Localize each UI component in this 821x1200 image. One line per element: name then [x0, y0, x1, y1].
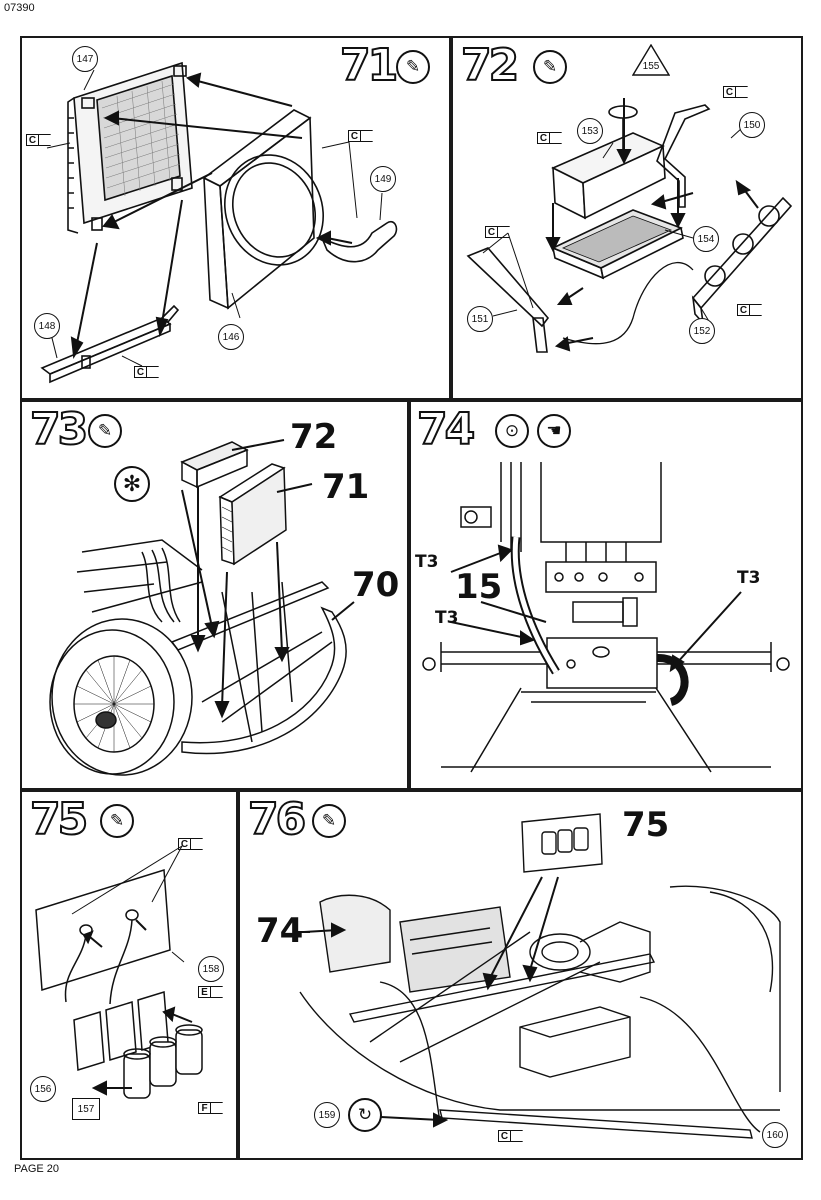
color-flag-c: C	[26, 134, 51, 146]
step-ref-75: 75	[622, 805, 670, 845]
step-72-panel: 72 ✎ 155 153 150 154 151 152 C C C C	[451, 36, 803, 400]
part-156-callout: 156	[30, 1076, 56, 1102]
part-147-callout: 147	[72, 46, 98, 72]
asterisk-icon: ✻	[114, 466, 150, 502]
glue-tube-icon: ✎	[396, 50, 430, 84]
step-76-panel: 76 ✎ 75 74 159 ↻ C 160	[238, 790, 803, 1160]
part-159-callout: 159	[314, 1102, 340, 1128]
part-152-callout: 152	[689, 318, 715, 344]
rotate-arrow-icon: ↻	[348, 1098, 382, 1132]
glue-tube-icon: ✎	[533, 50, 567, 84]
part-154-callout: 154	[693, 226, 719, 252]
step-ref-70: 70	[352, 565, 400, 605]
document-code: 07390	[4, 2, 35, 14]
step-76-number: 76	[247, 794, 307, 845]
step-73-panel: 73 ✎ ✻ 72 71 70	[20, 400, 409, 790]
step-73-number: 73	[29, 404, 89, 455]
color-flag-c: C	[178, 838, 203, 850]
step-75-panel: 75 ✎ C 158 E 156 157 F	[20, 790, 238, 1160]
radiator-assembly-illustration	[40, 61, 398, 384]
front-chassis-assembly-illustration	[49, 439, 355, 776]
part-150-callout: 150	[739, 112, 765, 138]
color-flag-c: C	[737, 304, 762, 316]
part-153-callout: 153	[577, 118, 603, 144]
expansion-tank-illustration	[466, 98, 793, 353]
part-149-callout: 149	[370, 166, 396, 192]
step-ref-72: 72	[290, 417, 338, 457]
label-t3: T3	[415, 552, 439, 572]
step-71-number: 71	[339, 40, 399, 91]
step-ref-15: 15	[455, 567, 503, 607]
part-160-callout: 160	[762, 1122, 788, 1148]
glue-tube-icon: ✎	[312, 804, 346, 838]
step-ref-74: 74	[256, 911, 304, 951]
hand-bend-icon: ☚	[537, 414, 571, 448]
color-flag-c: C	[134, 366, 159, 378]
color-flag-c: C	[537, 132, 562, 144]
step-71-panel: 71 ✎ 147 148 146 149 C C C	[20, 36, 451, 400]
view-from-top-icon: ⊙	[495, 414, 529, 448]
glue-tube-icon: ✎	[88, 414, 122, 448]
fluid-reservoirs-illustration	[35, 845, 203, 1099]
label-t3: T3	[435, 608, 459, 628]
hose-routing-illustration	[422, 462, 790, 773]
glue-tube-icon: ✎	[100, 804, 134, 838]
color-flag-c: C	[723, 86, 748, 98]
step-75-number: 75	[29, 794, 89, 845]
page-number: PAGE 20	[14, 1163, 60, 1175]
step-ref-71: 71	[322, 467, 370, 507]
color-flag-f: F	[198, 1102, 223, 1114]
color-flag-c: C	[498, 1130, 523, 1142]
part-157-callout: 157	[72, 1098, 100, 1120]
part-158-callout: 158	[198, 956, 224, 982]
color-flag-c: C	[485, 226, 510, 238]
step-74-number: 74	[416, 404, 476, 455]
color-flag-e: E	[198, 986, 223, 998]
step-74-panel: 74 ⊙ ☚ T3 15 T3 T3	[409, 400, 803, 790]
engine-bay-installation-illustration	[296, 813, 781, 1139]
label-t3: T3	[737, 568, 761, 588]
step-72-number: 72	[460, 40, 520, 91]
part-155-callout: 155	[632, 44, 670, 76]
part-148-callout: 148	[34, 313, 60, 339]
part-151-callout: 151	[467, 306, 493, 332]
part-146-callout: 146	[218, 324, 244, 350]
color-flag-c: C	[348, 130, 373, 142]
